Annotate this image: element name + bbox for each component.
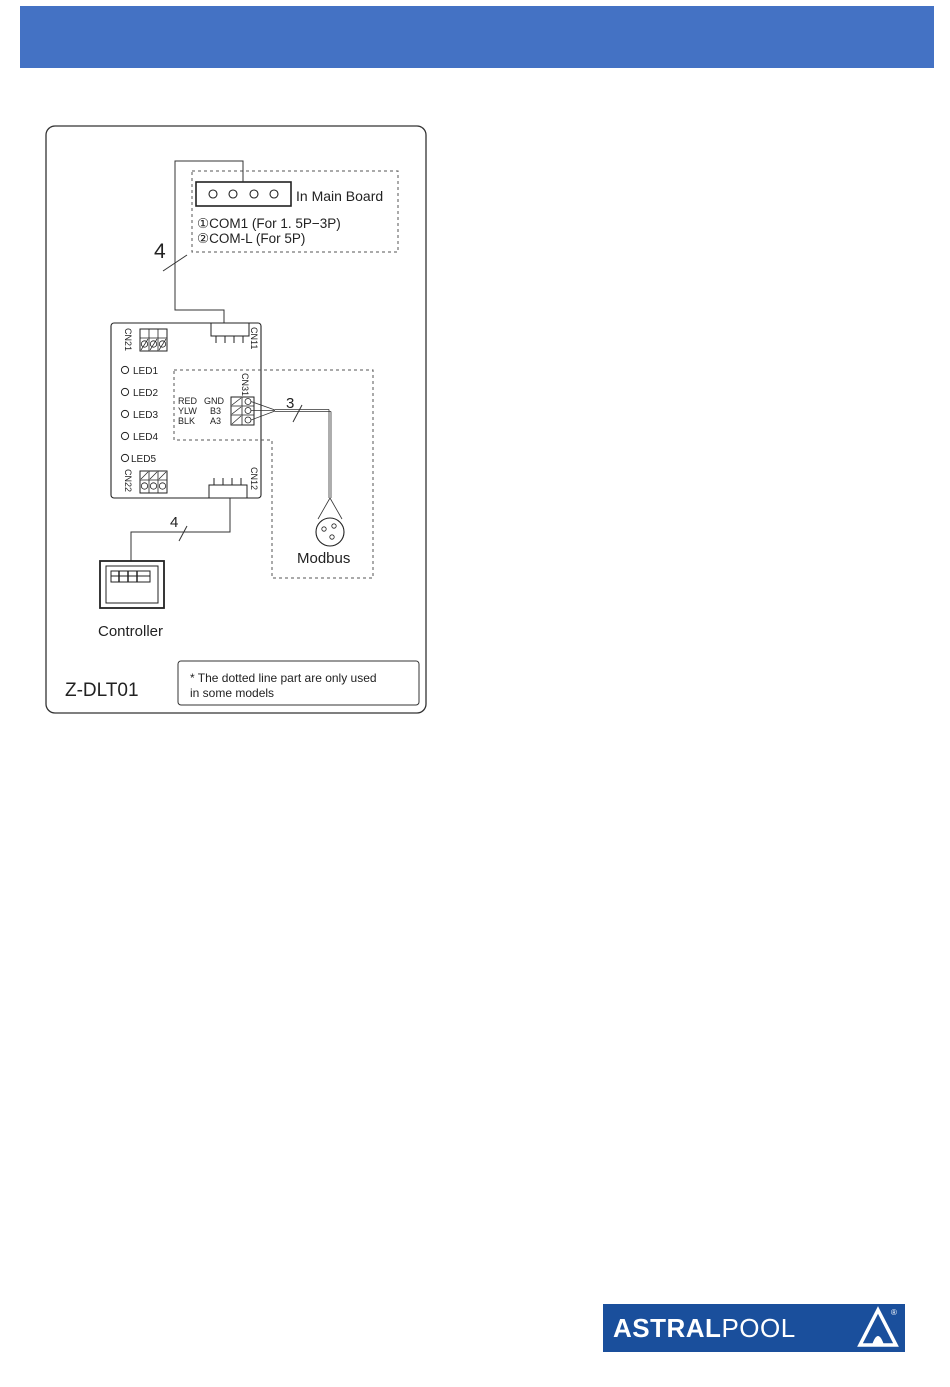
wire-count-controller: 4: [170, 514, 178, 531]
terminal-signal-a3: A3: [210, 416, 221, 426]
note-line1: * The dotted line part are only used: [190, 671, 377, 685]
logo-registered-mark: ®: [891, 1308, 897, 1317]
terminal-color-blk: BLK: [178, 416, 195, 426]
cn22-connector: [140, 471, 167, 493]
wiring-diagram-svg: In Main Board ①COM1 (For 1. 5P−3P) ②COM-…: [45, 125, 427, 714]
logo-word-astral: ASTRAL: [613, 1313, 721, 1343]
cn11-connector: [211, 323, 249, 336]
led3-label: LED3: [133, 410, 158, 421]
logo-wordmark: ASTRALPOOL: [613, 1313, 796, 1343]
controller-label: Controller: [98, 623, 163, 640]
cn21-connector: [140, 329, 167, 351]
logo-mark-icon: ®: [857, 1304, 903, 1352]
led5-label: LED5: [131, 454, 156, 465]
modbus-plug: [316, 518, 344, 546]
led1-label: LED1: [133, 366, 158, 377]
note-line2: in some models: [190, 686, 274, 700]
logo-arch-icon: [872, 1336, 884, 1345]
wire-count-modbus: 3: [286, 395, 294, 412]
led4-label: LED4: [133, 432, 158, 443]
main-board-coml: ②COM-L (For 5P): [197, 231, 305, 246]
led2-label: LED2: [133, 388, 158, 399]
modbus-label: Modbus: [297, 550, 350, 567]
cn21-label: CN21: [123, 328, 133, 351]
terminal-color-red: RED: [178, 396, 198, 406]
cn22-label: CN22: [123, 469, 133, 492]
astralpool-logo: ASTRALPOOL ®: [603, 1304, 905, 1352]
model-label: Z-DLT01: [65, 680, 139, 701]
cn12-label: CN12: [249, 467, 259, 490]
controller-unit: [100, 561, 164, 608]
wire-count-main-board: 4: [154, 240, 166, 263]
logo-word-pool: POOL: [721, 1313, 795, 1343]
cn31-label: CN31: [240, 373, 250, 396]
terminal-signal-b3: B3: [210, 406, 221, 416]
wiring-diagram: In Main Board ①COM1 (For 1. 5P−3P) ②COM-…: [45, 125, 427, 714]
cn12-connector: [209, 485, 247, 498]
main-board-title: In Main Board: [296, 188, 383, 204]
main-board-com1: ①COM1 (For 1. 5P−3P): [197, 216, 341, 231]
cn11-label: CN11: [249, 327, 259, 349]
header-bar: [20, 6, 934, 68]
terminal-signal-gnd: GND: [204, 396, 225, 406]
terminal-color-ylw: YLW: [178, 406, 197, 416]
